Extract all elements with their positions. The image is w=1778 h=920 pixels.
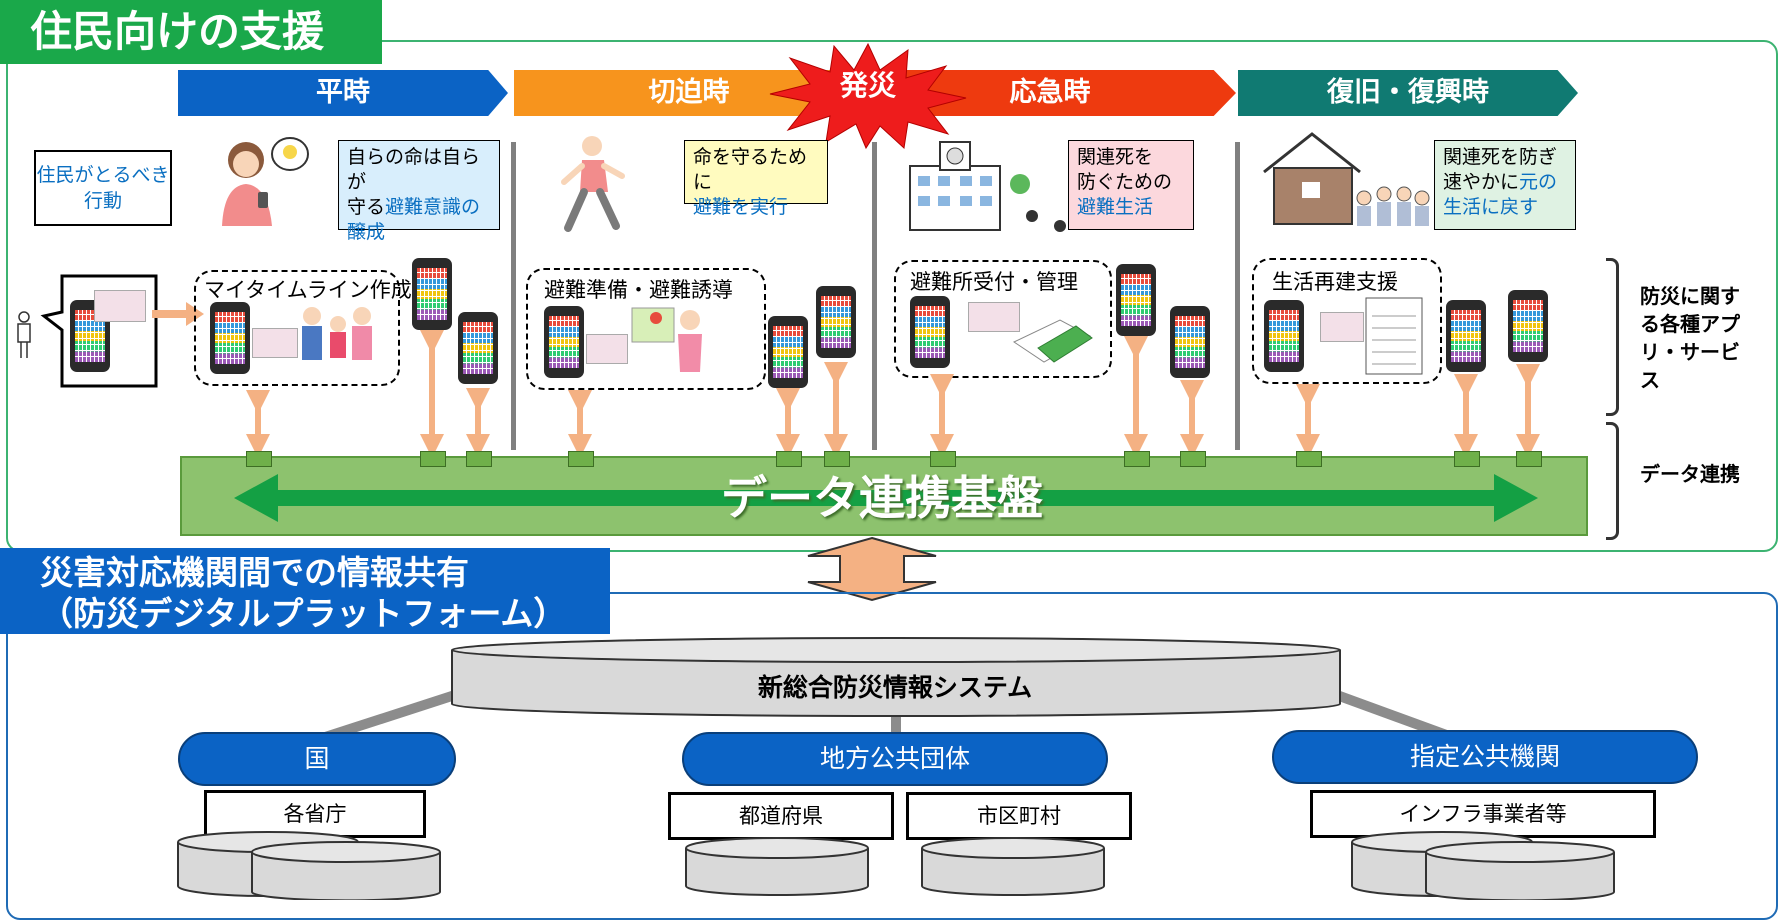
phase-divider xyxy=(1235,142,1240,450)
system-cylinder xyxy=(451,637,1341,717)
data-side-label: データ連携 xyxy=(1640,462,1740,486)
prefectures-box: 都道府県 xyxy=(668,792,894,840)
apps-side-label: 防災に関する各種アプリ・サービス xyxy=(1640,284,1740,392)
connector xyxy=(246,451,272,467)
ministries-box: 各省庁 xyxy=(204,790,426,838)
phase-normal: 平時 xyxy=(178,70,508,116)
system-label: 新総合防災情報システム xyxy=(757,673,1033,702)
infrastructure-box: インフラ事業者等 xyxy=(1310,790,1656,838)
disaster-label: 発災 xyxy=(839,69,896,102)
phone-icon xyxy=(210,302,250,374)
note-normal: 自らの命は自らが 守る避難意識の 醸成 xyxy=(338,140,500,243)
connector xyxy=(1124,451,1150,467)
phase-divider xyxy=(872,142,877,450)
phone-icon xyxy=(544,306,584,378)
data-platform-label: データ連携基盤 xyxy=(721,471,1043,525)
disaster-burst-icon xyxy=(769,42,967,150)
connector xyxy=(1454,451,1480,467)
note-emergency: 関連死を 防ぐための 避難生活 xyxy=(1068,140,1194,230)
application-form-icon xyxy=(1365,297,1423,375)
phone-icon xyxy=(458,312,498,384)
woman-with-phone-icon xyxy=(222,137,309,226)
evacuation-shelter-icon xyxy=(909,141,1066,232)
apps-bracket xyxy=(1606,258,1619,416)
arrow-right-icon xyxy=(152,302,204,326)
resident-action-box: 住民がとるべき行動 xyxy=(34,150,172,226)
card-icon xyxy=(94,290,146,322)
connector xyxy=(420,451,446,467)
card-icon xyxy=(1320,312,1364,342)
phone-icon xyxy=(412,258,452,330)
service-label: 避難所受付・管理 xyxy=(910,270,1078,294)
card-icon xyxy=(252,328,298,358)
phone-icon xyxy=(1170,306,1210,378)
person-icon xyxy=(17,311,31,358)
connector xyxy=(1296,451,1322,467)
org-local-government[interactable]: 地方公共団体 xyxy=(682,732,1108,786)
resident-action-label: 住民がとるべき行動 xyxy=(36,164,170,212)
residents-title: 住民向けの支援 xyxy=(0,0,382,64)
database-icon xyxy=(177,831,441,900)
map-guide-icon xyxy=(631,307,702,372)
note-imminent: 命を守るために 避難を実行 xyxy=(684,140,828,218)
note-recovery: 関連死を防ぎ 速やかに元の 生活に戻す xyxy=(1434,140,1576,230)
database-icon xyxy=(1351,831,1615,900)
service-life-rebuilding[interactable] xyxy=(1252,258,1442,384)
phase-recovery: 復旧・復興時 xyxy=(1238,70,1578,116)
service-evacuation-guidance[interactable] xyxy=(526,268,766,390)
service-label: マイタイムライン作成 xyxy=(204,278,412,302)
database-icon xyxy=(921,837,1105,896)
house-family-icon xyxy=(1263,132,1430,226)
municipalities-box: 市区町村 xyxy=(906,792,1132,840)
connector xyxy=(1516,451,1542,467)
database-icon xyxy=(685,837,869,896)
card-icon xyxy=(586,334,628,364)
running-person-icon xyxy=(561,136,625,232)
connector xyxy=(568,451,594,467)
connector xyxy=(466,451,492,467)
card-icon xyxy=(968,302,1020,332)
phone-icon xyxy=(768,316,808,388)
agencies-title: 災害対応機関間での情報共有 （防災デジタルプラットフォーム） xyxy=(0,548,610,634)
double-arrow-icon xyxy=(234,474,1538,522)
phone-icon xyxy=(1446,300,1486,372)
service-shelter-management[interactable] xyxy=(894,260,1112,378)
service-label: 避難準備・避難誘導 xyxy=(544,278,733,302)
family-icon xyxy=(302,307,372,360)
exchange-arrow-icon xyxy=(807,536,937,602)
service-label: 生活再建支援 xyxy=(1272,270,1398,294)
phase-divider xyxy=(511,142,516,450)
org-national[interactable]: 国 xyxy=(178,732,456,786)
phone-icon xyxy=(1264,300,1304,372)
org-designated-public[interactable]: 指定公共機関 xyxy=(1272,730,1698,784)
phone-icon xyxy=(816,286,856,358)
connector xyxy=(776,451,802,467)
phone-icon xyxy=(1116,264,1156,336)
phone-icon xyxy=(910,296,950,368)
reception-form-icon xyxy=(1012,319,1093,363)
data-bracket xyxy=(1606,422,1619,540)
connector xyxy=(1180,451,1206,467)
service-my-timeline[interactable] xyxy=(194,270,400,386)
connector xyxy=(930,451,956,467)
connector xyxy=(824,451,850,467)
phone-icon xyxy=(1508,290,1548,362)
